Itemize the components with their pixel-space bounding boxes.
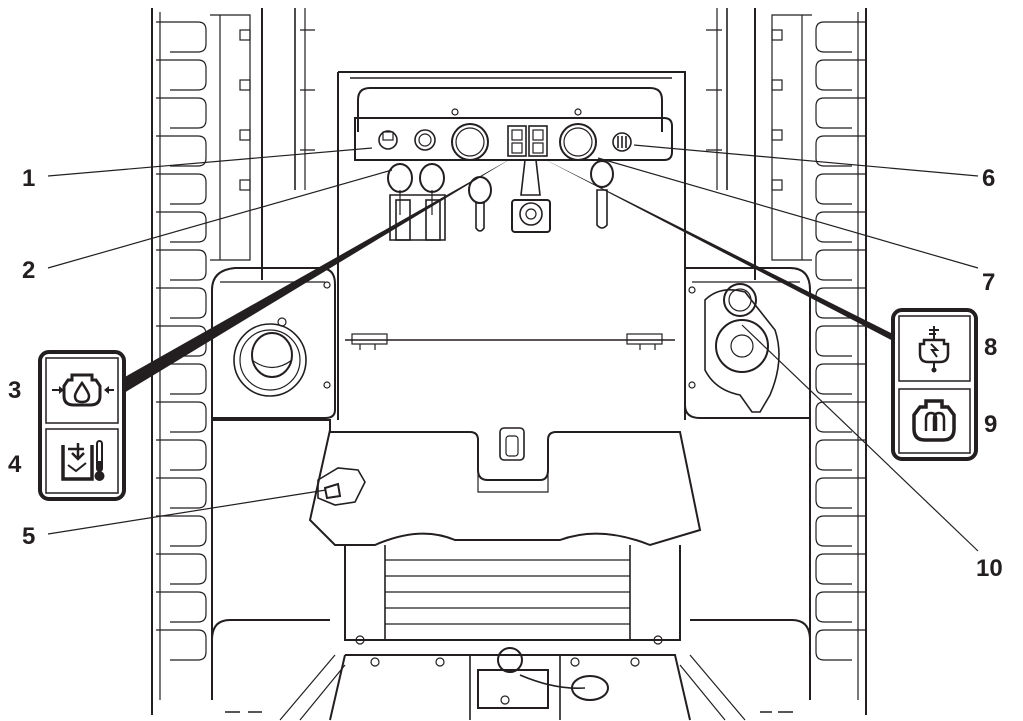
callout-numbers: 1 2 3 4 5 6 7 8 9 10 xyxy=(8,165,1003,582)
hydraulic-oil-temperature-icon xyxy=(61,440,105,481)
lift-lever xyxy=(590,160,614,229)
callout-2: 2 xyxy=(22,257,35,284)
left-fender xyxy=(211,267,336,713)
hour-meter xyxy=(451,123,489,161)
glow-plug-icon xyxy=(912,399,956,442)
callout-6: 6 xyxy=(982,165,995,192)
leader-lines xyxy=(47,144,979,552)
right-indicator-panel xyxy=(891,308,978,461)
power-outlet xyxy=(414,129,436,151)
callout-7: 7 xyxy=(982,269,995,296)
oil-pressure-icon xyxy=(52,373,114,407)
throttle-switch xyxy=(378,130,398,150)
callout-4: 4 xyxy=(8,451,22,478)
callout-1: 1 xyxy=(22,165,35,192)
warning-lights xyxy=(507,125,548,157)
callout-5: 5 xyxy=(22,523,35,550)
auxiliary-lever xyxy=(468,176,492,232)
callout-10: 10 xyxy=(976,555,1003,582)
operator-platform xyxy=(212,419,746,721)
joystick xyxy=(511,159,551,233)
right-fender xyxy=(684,267,811,713)
right-track xyxy=(706,8,867,715)
control-console xyxy=(337,71,686,420)
left-indicator-panel xyxy=(38,350,126,501)
fuel-gauge xyxy=(559,123,597,161)
engine-coolant-temperature-icon xyxy=(918,326,950,373)
ground-drive-levers xyxy=(387,163,446,241)
callout-3: 3 xyxy=(8,377,21,404)
callout-9: 9 xyxy=(984,411,997,438)
indicator-pointers xyxy=(116,158,897,393)
key-switch xyxy=(612,132,632,152)
callout-8: 8 xyxy=(984,334,997,361)
